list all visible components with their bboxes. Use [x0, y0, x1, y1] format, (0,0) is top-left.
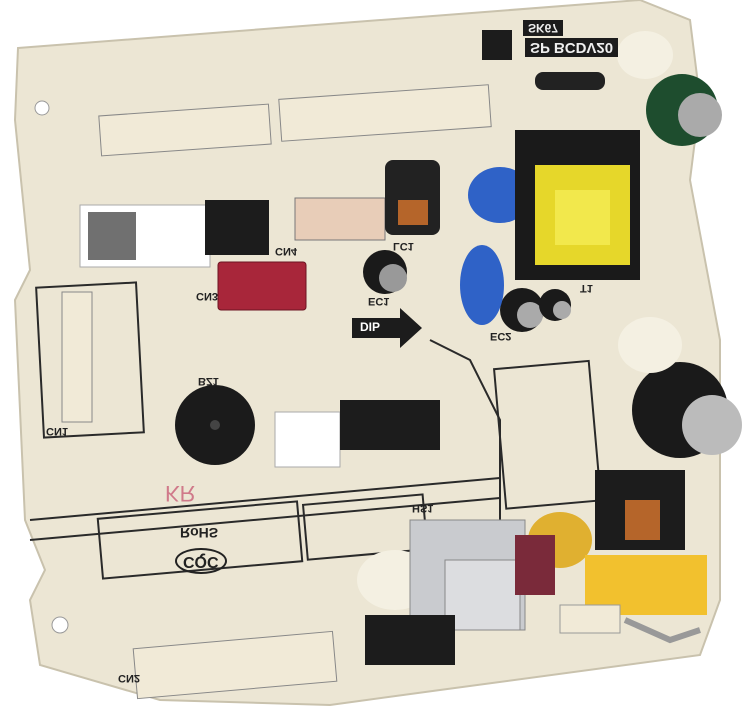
lc1-label: LC1: [393, 240, 414, 252]
bz1-label: BZ1: [198, 375, 219, 387]
connector-cn7: [278, 84, 492, 142]
cn1-label: CN1: [46, 425, 69, 437]
qr-label-2: [274, 411, 341, 468]
cn2-label: CN2: [118, 672, 141, 684]
cn3-label: CN3: [196, 290, 219, 302]
hs1-label: HS1: [412, 502, 434, 514]
connector-cn3: [217, 261, 307, 311]
connector-cn1: [61, 291, 93, 423]
diode-d1: [535, 72, 605, 90]
y-capacitor-2: [460, 245, 504, 325]
t1-label: T1: [580, 282, 593, 294]
silkscreen-traces: [29, 281, 602, 580]
connector-cn5: [98, 103, 272, 157]
cqc-mark: CQC: [175, 548, 227, 574]
ec1-label: EC1: [368, 295, 390, 307]
board-model-label: SP BCDV20: [525, 38, 619, 57]
dip-label: DIP: [360, 320, 381, 334]
connector-cn2: [132, 630, 338, 700]
dip-arrow-icon: [352, 308, 422, 348]
ec2-label: EC2: [490, 330, 512, 342]
cn4-label: CN4: [275, 245, 298, 257]
handwritten-mark: KR: [165, 481, 196, 506]
connector-cn4: [294, 197, 386, 241]
board-code-label: SK67: [523, 20, 564, 36]
rohs-label: RoHS: [180, 525, 219, 541]
